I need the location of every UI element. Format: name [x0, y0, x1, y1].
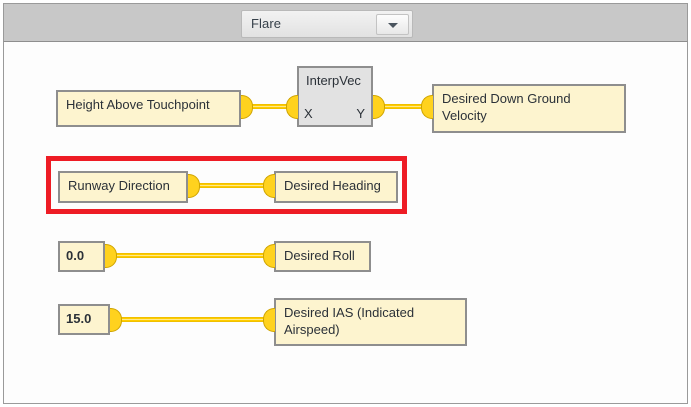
node-desired-down-ground-velocity[interactable]: Desired Down Ground Velocity — [432, 84, 626, 133]
wire-interpvec-to-velocity[interactable] — [383, 104, 433, 109]
port-in-desired-ias[interactable] — [263, 308, 275, 332]
node-label: Runway Direction — [68, 178, 170, 193]
port-out-height-above-touchpoint[interactable] — [241, 95, 253, 119]
toolbar: Flare — [3, 3, 688, 42]
chevron-down-icon — [387, 22, 398, 28]
wire-highlight — [197, 185, 275, 186]
port-out-runway-direction[interactable] — [188, 174, 200, 198]
node-runway-direction[interactable]: Runway Direction — [58, 171, 188, 203]
wire-highlight — [119, 319, 275, 320]
port-in-desired-heading[interactable] — [263, 174, 275, 198]
node-desired-heading[interactable]: Desired Heading — [274, 171, 398, 203]
mode-selector-dropdown-button[interactable] — [376, 14, 409, 35]
mode-selector-dropdown[interactable]: Flare — [241, 10, 413, 38]
port-out-constant-roll[interactable] — [105, 244, 117, 268]
wire-const-to-ias[interactable] — [119, 317, 275, 322]
port-in-desired-roll[interactable] — [263, 244, 275, 268]
mode-selector-value: Flare — [251, 16, 282, 31]
node-desired-ias[interactable]: Desired IAS (Indicated Airspeed) — [274, 298, 467, 346]
wire-runway-to-heading[interactable] — [197, 183, 275, 188]
block-title: InterpVec — [306, 73, 361, 88]
block-input-port-label: X — [304, 106, 313, 121]
wire-const-to-roll[interactable] — [114, 253, 275, 258]
node-constant-roll[interactable]: 0.0 — [58, 241, 105, 272]
port-in-interp-vec[interactable] — [286, 95, 298, 119]
node-constant-ias[interactable]: 15.0 — [58, 304, 110, 335]
port-in-desired-down-ground-velocity[interactable] — [421, 95, 433, 119]
wire-highlight — [114, 255, 275, 256]
node-desired-roll[interactable]: Desired Roll — [274, 241, 371, 272]
wire-highlight — [250, 106, 298, 107]
node-label: Desired IAS (Indicated Airspeed) — [284, 305, 415, 337]
block-output-port-label: Y — [356, 106, 365, 121]
wire-height-to-interpvec[interactable] — [250, 104, 298, 109]
node-label: Desired Down Ground Velocity — [442, 91, 571, 123]
port-out-constant-ias[interactable] — [110, 308, 122, 332]
node-label: Height Above Touchpoint — [66, 97, 210, 112]
port-out-interp-vec[interactable] — [373, 95, 385, 119]
node-label: Desired Heading — [284, 178, 381, 193]
node-height-above-touchpoint[interactable]: Height Above Touchpoint — [56, 90, 241, 127]
wire-highlight — [383, 106, 433, 107]
node-label: 15.0 — [66, 311, 92, 326]
node-label: 0.0 — [66, 248, 85, 263]
node-label: Desired Roll — [284, 248, 355, 263]
